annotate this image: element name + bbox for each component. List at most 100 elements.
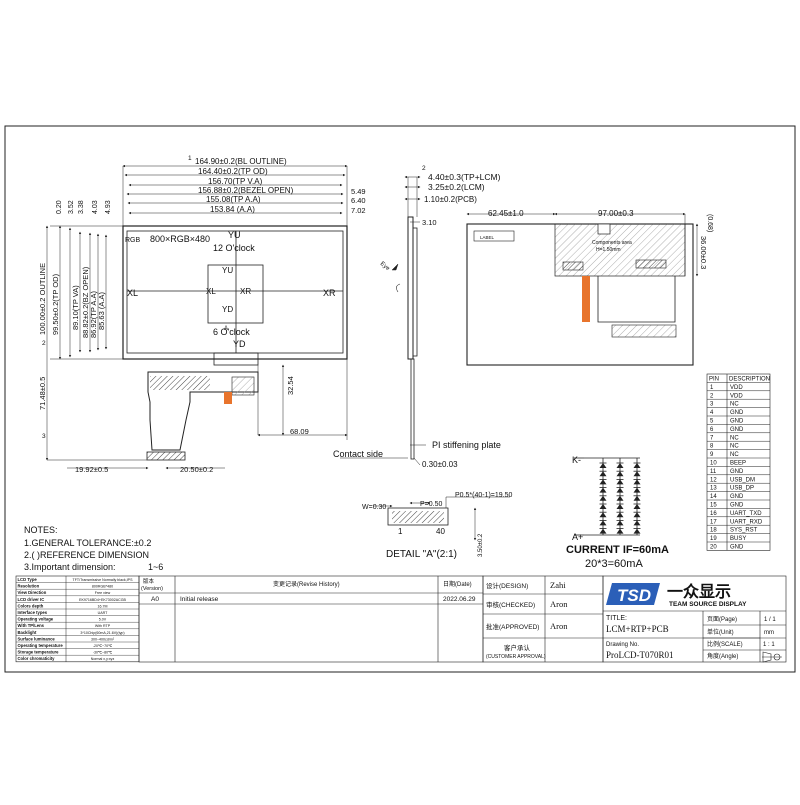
led-current: CURRENT IF=60mA [566,544,669,556]
dim-020: 0.20 [56,200,63,214]
pin-description: GND [730,469,744,475]
circle-2-side: 2 [422,165,426,172]
pin-description: NC [730,452,739,458]
title-block [602,575,787,663]
dim-v-tp-va: 89.10(TP VA) [71,285,80,330]
pin-number: 7 [710,435,714,441]
led-diode-icon [633,520,641,526]
pin-description: VDD [730,393,743,399]
led-diode-icon [633,512,641,518]
dim-2050: 20.50±0.2 [180,465,213,474]
components-label: Components area [592,240,632,246]
approved-label: 批准(APPROVED) [486,622,539,631]
led-diode-icon [633,463,641,468]
scale-label: 比例(SCALE) [707,640,743,648]
pin-header-desc: DESCRIPTION [729,377,770,383]
dim-v-aa: 85.63 (A.A) [97,292,106,330]
dim-702: 7.02 [351,206,366,215]
dim-tp-aa: 155.08(TP A.A) [206,195,261,204]
detail-p: P=0.50 [420,501,442,508]
circle-1-mark: 1 [188,155,192,162]
fpc-gold-fingers [146,451,186,461]
dim-338: 3.38 [78,200,85,214]
led-diode-icon [633,487,641,493]
spec-value: -20℃~70℃ [93,644,113,648]
version-label-en: (Version) [141,586,163,592]
pin-number: 20 [710,545,717,551]
dim-3254: 32.54 [286,376,295,395]
led-diode-icon [599,512,607,518]
pin-number: 4 [710,410,714,416]
pin-description: GND [730,503,744,509]
pin-description: NC [730,402,739,408]
dim-tp-lcm: 4.40±0.3(TP+LCM) [428,172,501,182]
fpc-component [231,376,255,396]
spec-value: 3*10Chip(60mA,21.6V)(typ) [80,631,124,635]
spec-label: LCD Type [18,577,38,582]
contact-side-label: Contact side [333,449,383,459]
led-diode-icon [616,520,624,526]
resolution-label: 800×RGB×480 [150,234,210,244]
dim-aa: 153.84 (A.A) [210,205,255,214]
led-diode-icon [633,504,641,509]
brand-cn: 一众显示 [667,582,731,601]
pin-number: 8 [710,444,714,450]
clock6-label: 6 O'clock [213,327,250,337]
title-value: LCM+RTP+PCB [606,624,669,634]
notes-title: NOTES: [24,525,58,535]
xr-right-label: XR [323,288,336,298]
spec-label: Colors depth [18,603,44,608]
revision-version: A0 [151,596,159,603]
dim-9700: 97.00±0.3 [598,209,634,218]
spec-label: Resolution [18,584,40,589]
detail-pitch: P0.5*(40-1)=19.50 [455,492,513,499]
yu-top-label: YU [228,230,241,240]
pin-number: 2 [710,393,714,399]
spec-value: UART [98,611,109,615]
rear-view [466,212,699,366]
revision-history: Initial release [180,596,219,603]
angle-label: 角度(Angle) [707,652,738,660]
spec-label: Operating temperature [18,643,64,648]
dim-549: 5.49 [351,187,366,196]
note-2: 2.( )REFERENCE DIMENSION [24,550,149,560]
pin-description: GND [730,427,744,433]
scale-value: 1 : 1 [763,642,775,648]
detail-a-text: W=0.30 P=0.50 P0.5*(40-1)=19.50 1 40 3.5… [362,492,513,560]
page-label: 页面(Page) [707,616,737,623]
led-diode-icon [599,463,607,468]
detail-pin40: 40 [436,527,445,536]
led-a-label: A+ [572,532,583,542]
drawing-no-label: Drawing No. [606,642,639,648]
dim-310: 3.10 [422,218,437,227]
spec-label: Backlight [18,630,37,635]
side-view [340,175,426,466]
led-diode-icon [616,479,624,485]
spec-value: With RTP [95,624,111,628]
spec-label: LCD driver IC [18,597,45,602]
tsd-logo: TSD [606,583,660,605]
front-view-dims-text: 1 164.90±0.2(BL OUTLINE) 164.40±0.2(TP O… [38,155,366,474]
led-diode-icon [633,471,641,477]
history-label: 变更记录(Revise History) [273,580,340,588]
circle-2-mark: 2 [42,340,46,347]
spec-label: Storage temperature [18,650,60,655]
spec-value: Free view [95,591,111,595]
design-name: Zahi [550,580,566,590]
pin-number: 16 [710,511,717,517]
yd-bottom-label: YD [233,339,246,349]
stiffening-label: PI stiffening plate [432,440,501,450]
pin-number: 13 [710,486,717,492]
dim-6245: 62.45±1.0 [488,209,524,218]
pin-header-pin: PIN [709,377,719,383]
eye-label: Eye [379,261,391,273]
dim-1992: 19.92±0.5 [75,465,108,474]
pin-description: BUSY [730,536,746,542]
spec-value: 5.0V [99,618,107,622]
rear-label: LABEL [480,235,495,240]
pin-number: 15 [710,503,717,509]
dim-068: (0.68) [706,214,713,232]
